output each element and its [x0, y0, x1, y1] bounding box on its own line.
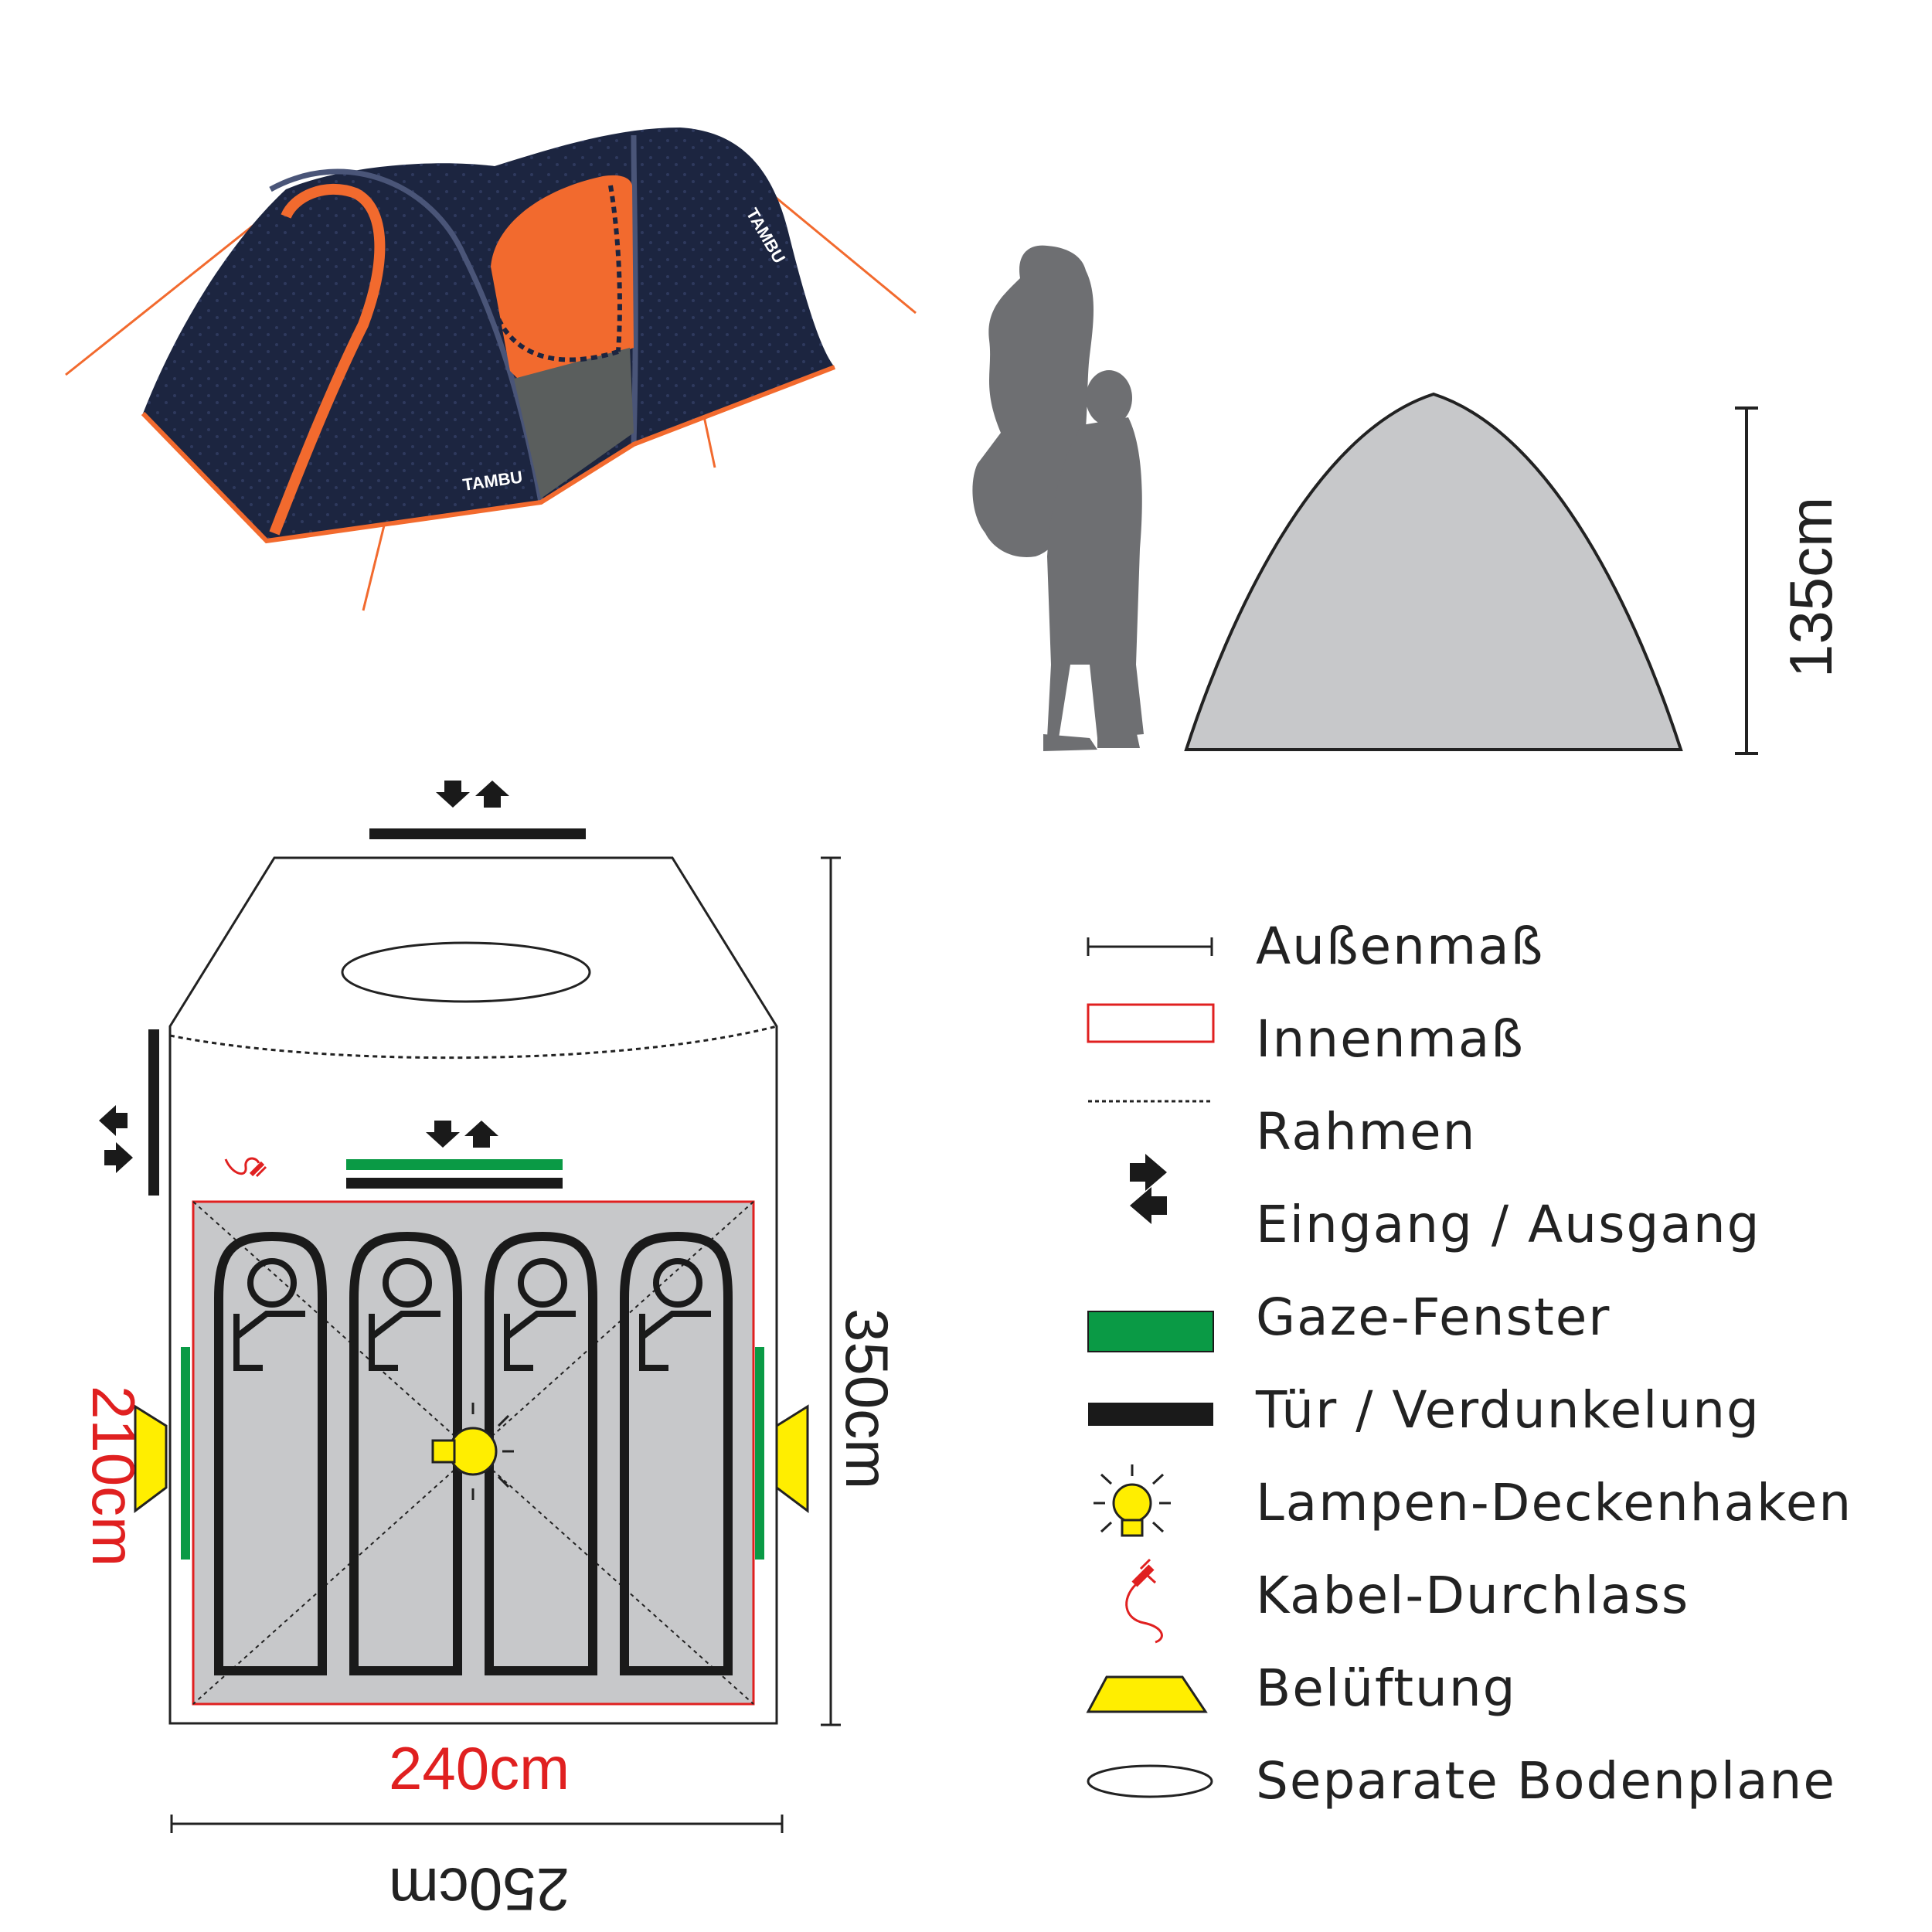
vestibule-entrance-arrows-icon [436, 781, 509, 808]
door-icon [1088, 1403, 1213, 1426]
tent-illustration: TAMBU TAMBU [65, 128, 917, 611]
floor-plan: 350cm 210cm 240cm 250cm [80, 781, 901, 1923]
side-entrance-arrows-icon [99, 1105, 133, 1173]
inner-mesh-window-bar [346, 1159, 563, 1170]
inner-width-label: 240cm [389, 1734, 570, 1802]
tent-front-arch [269, 183, 386, 536]
mesh-window-icon [1087, 1311, 1214, 1352]
legend-label-vent: Belüftung [1256, 1658, 1517, 1718]
legend-label-groundsheet: Separate Bodenplane [1256, 1751, 1836, 1811]
outer-dimension-icon [1087, 937, 1213, 956]
legend-label-outer: Außenmaß [1256, 917, 1544, 976]
left-mesh-window [181, 1347, 190, 1560]
lamp-hook-icon [1094, 1464, 1171, 1537]
tent-profile: 135cm [1184, 392, 1845, 755]
depth-dimension-line [821, 856, 841, 1726]
side-door-bar [148, 1029, 159, 1196]
legend-label-frame: Rahmen [1256, 1102, 1476, 1162]
inner-door-bar [346, 1178, 563, 1189]
legend-label-door: Tür / Verdunkelung [1255, 1380, 1760, 1440]
vestibule-door-bar [369, 828, 586, 839]
ventilation-icon [1086, 1675, 1208, 1713]
groundsheet-icon [1087, 1764, 1213, 1798]
outer-depth-label: 350cm [833, 1308, 901, 1489]
entrance-arrows-icon [1130, 1154, 1167, 1224]
width-dimension-line [170, 1815, 784, 1833]
legend-label-lamp: Lampen-Deckenhaken [1256, 1473, 1852, 1532]
legend-label-inner: Innenmaß [1256, 1009, 1525, 1069]
legend-label-cable: Kabel-Durchlass [1256, 1566, 1689, 1625]
sleeping-bags [214, 1231, 733, 1675]
legend-label-mesh: Gaze-Fenster [1256, 1287, 1611, 1347]
legend: Außenmaß Innenmaß Rahmen Eingang / Ausga… [1086, 917, 1852, 1811]
inner-dimension-icon [1087, 1003, 1215, 1043]
sleeping-bag [214, 1231, 327, 1675]
sleeping-bag [485, 1231, 597, 1675]
sleeping-bag [349, 1231, 462, 1675]
left-vent [134, 1404, 168, 1513]
sleeping-bag [620, 1231, 733, 1675]
tent-door-panel [491, 175, 634, 386]
right-vent [775, 1404, 809, 1513]
inner-entrance-arrows-icon [426, 1121, 498, 1148]
cable-port-icon [224, 1157, 267, 1178]
hiker-silhouette [972, 245, 1144, 751]
legend-label-entrance: Eingang / Ausgang [1256, 1195, 1761, 1254]
right-mesh-window [755, 1347, 764, 1560]
lamp-hook-icon [431, 1403, 514, 1500]
groundsheet-ellipse [341, 941, 591, 1003]
cable-port-icon [1125, 1558, 1163, 1644]
height-dimension-line [1735, 406, 1758, 755]
outer-width-label: 250cm [389, 1855, 570, 1923]
inner-depth-label: 210cm [80, 1386, 148, 1566]
height-label: 135cm [1777, 497, 1845, 678]
